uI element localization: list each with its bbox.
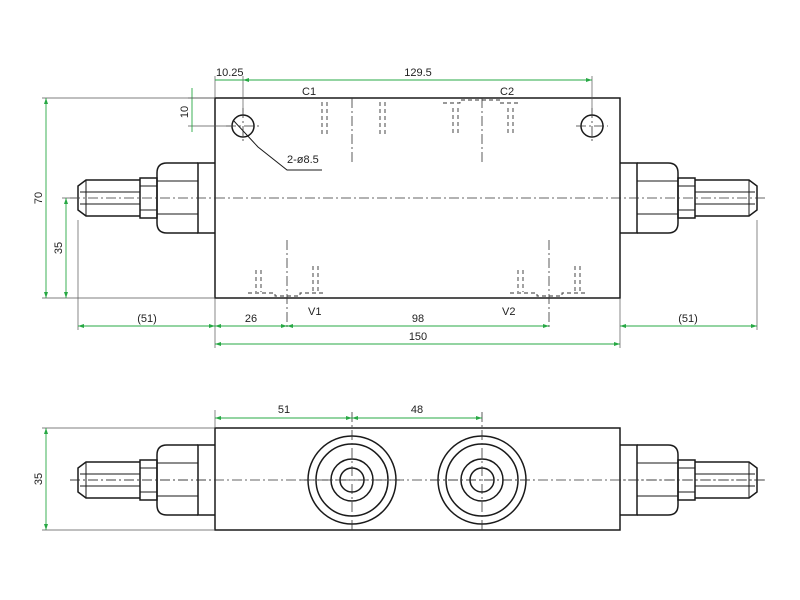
bottom-view: 51 48 35: [33, 404, 766, 532]
valve-body-front: [214, 427, 621, 531]
hidden-passages-c: [321, 98, 520, 165]
port-label-v1: V1: [308, 306, 321, 318]
port-label-c1: C1: [302, 86, 316, 98]
dim-port-height: [62, 197, 80, 298]
dim-front-height-label: 35: [33, 473, 45, 485]
port-boss-2: [430, 412, 534, 532]
left-fitting: [69, 162, 216, 234]
dim-port-height-label: 35: [53, 242, 65, 254]
dim-hole-from-top-label: 10: [179, 106, 191, 118]
dim-top: [214, 76, 593, 112]
dim-v1-offset-label: 26: [245, 313, 257, 325]
dim-hole-spacing-label: 129.5: [404, 67, 432, 79]
port-label-c2: C2: [500, 86, 514, 98]
port-label-v2: V2: [502, 306, 515, 318]
dim-total-height-label: 70: [33, 192, 45, 204]
dim-left-fitting-label: (51): [137, 313, 157, 325]
hidden-passages-v: [248, 240, 588, 330]
hole-callout-label: 2-ø8.5: [287, 154, 319, 166]
dim-ports: [214, 410, 482, 428]
right-fitting: [619, 162, 766, 234]
dim-v1-v2-label: 98: [412, 313, 424, 325]
dim-offset-label: 10.25: [216, 67, 244, 79]
dim-port1-label: 51: [278, 404, 290, 416]
hole-callout-leader: [232, 119, 322, 171]
dim-total-length: [215, 342, 620, 346]
dim-port-spacing-label: 48: [411, 404, 423, 416]
top-view: C1 C2 V1 V2 10.25 129.5 10 2-ø8.5: [33, 67, 766, 348]
left-fitting-front: [69, 444, 216, 516]
port-boss-1: [300, 412, 404, 532]
dim-front-height: [42, 427, 215, 531]
dim-right-fitting-label: (51): [678, 313, 698, 325]
dim-hole-from-top: [188, 88, 232, 132]
dim-total-height: [42, 97, 215, 299]
dim-total-length-label: 150: [409, 331, 427, 343]
dim-bottom-row: [77, 220, 758, 348]
